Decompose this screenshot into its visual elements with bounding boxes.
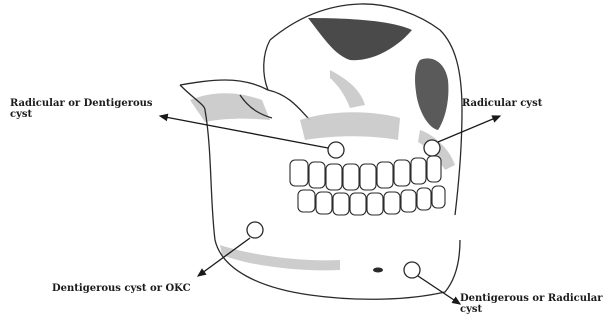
label-line1: Radicular cyst <box>462 98 542 109</box>
label-dentigerous-or-okc: Dentigerous cyst or OKC <box>52 283 191 294</box>
lesion-marker-upper-right <box>424 140 440 156</box>
lesion-marker-upper-left <box>328 142 344 158</box>
label-radicular-or-dentigerous: Radicular or Dentigerous cyst <box>10 98 153 120</box>
orbit-shadow <box>415 58 448 130</box>
label-line1: Dentigerous cyst or OKC <box>52 283 191 294</box>
label-line2: cyst <box>10 109 32 120</box>
upper-teeth <box>290 156 441 190</box>
lesion-marker-ramus <box>247 222 263 238</box>
label-radicular-cyst: Radicular cyst <box>462 98 542 109</box>
mental-foramen <box>373 268 383 273</box>
label-line1: Radicular or Dentigerous <box>10 98 153 109</box>
lesion-marker-mandible-body <box>404 262 420 278</box>
label-line2: cyst <box>460 304 482 315</box>
arrow-radicular-cyst <box>438 116 500 142</box>
label-line1: Dentigerous or Radicular <box>460 293 603 304</box>
nasal-cavity <box>308 18 412 60</box>
arrow-dentigerous-or-radicular <box>418 276 460 304</box>
label-dentigerous-or-radicular: Dentigerous or Radicular cyst <box>460 293 603 315</box>
